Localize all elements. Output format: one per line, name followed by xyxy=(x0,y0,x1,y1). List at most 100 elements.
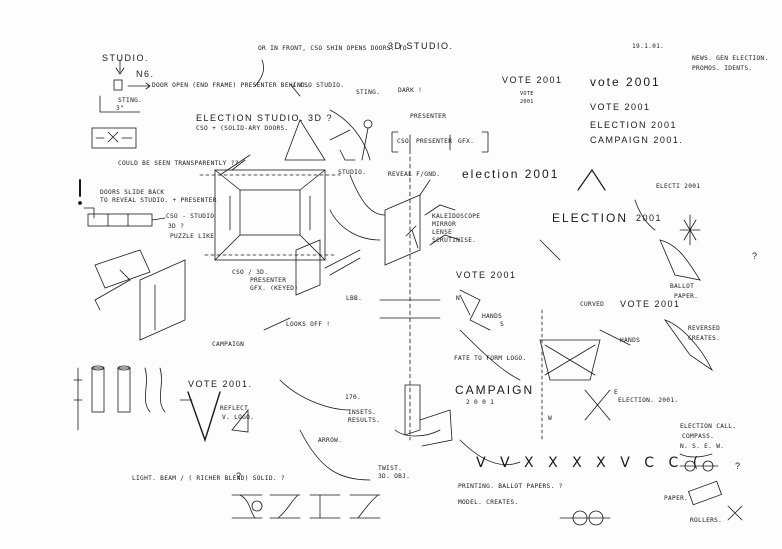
reversed-label: REVERSED xyxy=(688,325,721,332)
cso-studio3d-label: CSO - STUDIO xyxy=(166,213,215,220)
campaign-label: CAMPAIGN xyxy=(212,341,245,348)
mirror-label: MIRROR xyxy=(432,221,457,228)
door-slide-box xyxy=(87,213,153,227)
connector xyxy=(254,59,264,87)
puzzle-label: PUZZLE LIKE xyxy=(170,233,215,240)
vote-stack-2: 2001 xyxy=(520,99,534,105)
cso-presenter-bracket xyxy=(391,131,489,153)
note-front: OR IN FRONT, CSO SHIN OPENS DOORS. TO xyxy=(258,45,407,52)
ballot-paper-shape xyxy=(659,239,701,281)
vote-2001-mid: VOTE 2001 xyxy=(456,270,517,280)
presenter-gfx-label: PRESENTER xyxy=(250,277,287,284)
rollers-label: ROLLERS. xyxy=(690,517,723,524)
election-2001-logo: ELECTION 2001 xyxy=(590,120,678,130)
connector xyxy=(289,83,301,97)
lbb-label: LBB. xyxy=(346,295,363,302)
date-label: 19.1.01. xyxy=(632,43,665,50)
cso-studio-label: / CSO STUDIO. xyxy=(292,82,345,89)
election-2001b-label: ELECTION. 2001. xyxy=(618,397,679,404)
model-label: MODEL. CREATES. xyxy=(458,499,519,506)
vote-small-label: VOTE 2001. xyxy=(188,379,253,389)
skewed-panel xyxy=(139,259,186,341)
reversed-creates-shape xyxy=(663,319,714,372)
3d-obj-label: 3D. OBJ. xyxy=(378,473,411,480)
doors-slide-label: DOORS SLIDE BACK xyxy=(100,189,165,196)
kaleido-label: KALEIDOSCOPE xyxy=(432,213,481,220)
vote-script-logo: vote 2001 xyxy=(590,75,661,89)
insets-label: INSETS. xyxy=(348,409,377,416)
gfx-keyed-label: GFX. (KEYED) xyxy=(250,285,299,292)
door-frame-icon xyxy=(91,127,137,149)
election-wide-logo: election 2001 xyxy=(462,167,560,181)
logo-sequence-row: V V X X X X V C C ( xyxy=(476,455,704,471)
printing-label: PRINTING. BALLOT PAPERS. ? xyxy=(458,483,563,490)
door-open-label: DOOR OPEN (END FRAME) PRESENTER BEHIND. xyxy=(152,82,309,89)
note-3d-studio: 3D STUDIO. xyxy=(388,41,454,51)
electi-2001-logo: ELECTI 2001 xyxy=(656,183,701,190)
gfx-box-label: GFX. xyxy=(458,138,475,145)
results-label: RESULTS. xyxy=(348,417,381,424)
news-label: NEWS. GEN ELECTION. xyxy=(692,55,769,62)
lbb-number: 170. xyxy=(345,394,362,401)
vote-curved-logo: VOTE 2001 xyxy=(620,299,681,309)
n6-label: N6. xyxy=(136,69,155,79)
arrow-down xyxy=(115,59,125,75)
cylinder-shape xyxy=(91,367,105,413)
connector xyxy=(99,95,141,113)
compass-n: N xyxy=(456,295,461,302)
paper-roller-box xyxy=(687,480,723,506)
campaign-big-logo: CAMPAIGN xyxy=(455,383,535,397)
3d-question-label: 3D ? xyxy=(168,223,185,230)
compass-label: COMPASS. xyxy=(682,433,715,440)
compass-w: W xyxy=(548,415,553,422)
sting-duration: 3" xyxy=(116,105,125,112)
looks-off-label: LOOKS OFF ! xyxy=(286,321,331,328)
presenter-box-label: PRESENTER xyxy=(416,138,453,145)
cso-box-label: CSO xyxy=(397,138,410,145)
sting-label: STING. xyxy=(118,97,143,104)
dark-label: DARK ! xyxy=(398,87,423,94)
cso-doors-label: CSO + (SOLID-ARY DOORS. xyxy=(196,125,289,132)
vote-stack-1: VOTE xyxy=(520,91,534,97)
presenter-head-icon xyxy=(363,119,373,129)
kaleido-panel xyxy=(384,194,421,266)
diamond-panel xyxy=(94,279,131,311)
hands-label-2: HANDS xyxy=(620,337,641,344)
ballot-label: BALLOT xyxy=(670,283,695,290)
reversed-x-shape xyxy=(539,339,601,381)
vote-2001-top: VOTE 2001 xyxy=(502,75,563,85)
cross-icon xyxy=(107,131,119,143)
compass-x xyxy=(584,389,611,421)
v-logo-label: V. LOGO. xyxy=(222,414,255,421)
studio-small-label: STUDIO. xyxy=(338,169,367,176)
corner-icon xyxy=(83,207,95,219)
election-x-year: 2001 xyxy=(636,213,663,223)
campaign-2001-logo: CAMPAIGN 2001. xyxy=(590,135,684,145)
to-reveal-label: TO REVEAL STUDIO. + PRESENTER xyxy=(100,197,217,204)
twist-label: TWIST. xyxy=(378,465,403,472)
nsew-label: N. S. E. W. xyxy=(680,443,725,450)
hands-label: HANDS xyxy=(482,313,503,320)
scrutinise-label: SCRUTINISE. xyxy=(432,237,477,244)
paper-label: PAPER. xyxy=(674,293,699,300)
see-through-note: COULD BE SEEN TRANSPARENTLY ?? xyxy=(118,160,239,167)
election-call-label: ELECTION CALL. xyxy=(680,423,737,430)
rotation-frames xyxy=(231,494,381,519)
light-beam-label: LIGHT. BEAM / ( RICHER BLEND) SOLID. ? xyxy=(132,475,285,482)
paper-label-2: PAPER. xyxy=(664,495,689,502)
corridor-perspective xyxy=(199,169,341,261)
cso-3d-label: CSO / 3D. xyxy=(232,269,269,276)
arrow-label: ARROW. xyxy=(318,437,343,444)
question-mark-2: ? xyxy=(735,461,742,471)
election-studio-label: ELECTION STUDIO. 3D ? xyxy=(196,113,334,123)
campaign-year: 2 0 0 1 xyxy=(466,399,495,406)
gfx-panel xyxy=(295,239,321,296)
question-mark-3: ? xyxy=(236,471,243,481)
creates-label: CREATES. xyxy=(688,335,721,342)
arrow-right xyxy=(127,82,151,90)
compass-e: E xyxy=(614,389,619,396)
vote-v-logo: VOTE 2001 xyxy=(590,102,651,112)
lense-label: LENSE xyxy=(432,229,453,236)
